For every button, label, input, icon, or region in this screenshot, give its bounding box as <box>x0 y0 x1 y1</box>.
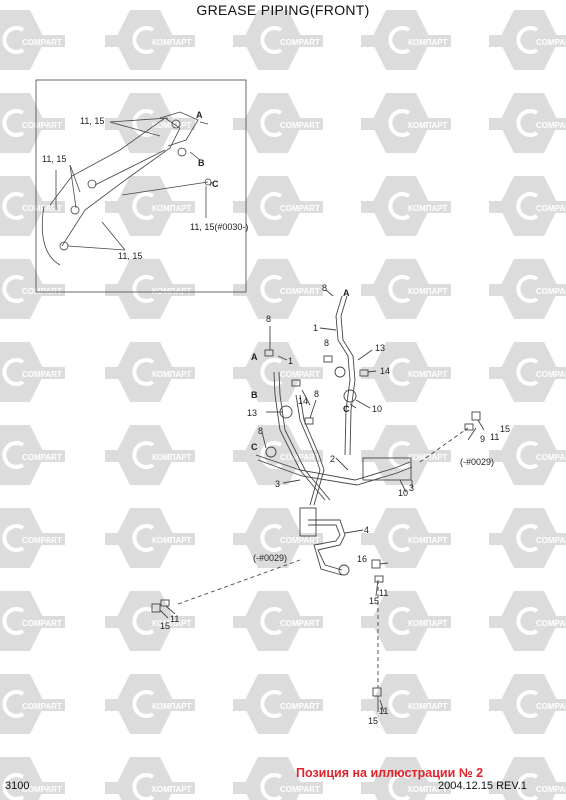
callout-14-left: 14 <box>298 396 308 406</box>
nipple-bottom <box>372 687 382 697</box>
pipe-4-edge <box>308 524 343 576</box>
callout-10-upper: 10 <box>372 404 382 414</box>
bucket-outline <box>41 205 61 266</box>
callout-15-left: 15 <box>160 621 170 631</box>
callout-serial-right: (-#0029) <box>460 457 494 467</box>
fitting-block-left <box>299 507 317 537</box>
callout-1-top: 1 <box>313 323 318 333</box>
pin-c <box>204 178 212 186</box>
nipple-right-2 <box>464 423 474 431</box>
nipple-left-2 <box>160 599 170 607</box>
page-title: GREASE PIPING(FRONT) <box>196 2 370 18</box>
clamp-c-upper <box>343 389 357 403</box>
callout-c-left: C <box>251 442 258 452</box>
callout-13-top: 13 <box>375 343 385 353</box>
hose-3 <box>295 394 321 506</box>
callout-8-top: 8 <box>322 283 327 293</box>
inset-label-11-15-0030: 11, 15(#0030-) <box>190 222 248 232</box>
hose-3-edge <box>299 394 325 506</box>
hose-2 <box>255 454 411 481</box>
pin-base <box>70 205 80 215</box>
callout-3-right: 3 <box>409 483 414 493</box>
nipple-bottom-right <box>371 559 381 569</box>
hose-2-edge <box>257 459 413 486</box>
nipple-8-top <box>323 355 333 363</box>
link-outline <box>159 111 199 147</box>
callout-13-left: 13 <box>247 408 257 418</box>
callout-serial-left: (-#0029) <box>253 553 287 563</box>
callout-4: 4 <box>364 525 369 535</box>
pipe-1-right <box>335 295 351 456</box>
nipple-8-left-top <box>264 349 274 357</box>
callout-a-top: A <box>343 288 350 298</box>
pipe-1-right-edge <box>340 295 356 456</box>
callout-11-lowest: 11 <box>379 706 388 716</box>
callout-15-right: 15 <box>500 424 510 434</box>
nipple-right <box>471 411 481 421</box>
callout-10-lower: 10 <box>398 488 408 498</box>
inset-label-c: C <box>212 179 219 189</box>
callout-8-top-2: 8 <box>324 338 329 348</box>
pipe-1-left-edge <box>278 371 331 501</box>
callout-b-left: B <box>251 390 258 400</box>
callout-2: 2 <box>330 454 335 464</box>
callout-3-left: 3 <box>275 479 280 489</box>
callout-11-bottom: 11 <box>379 588 388 598</box>
pipe-4 <box>308 519 346 571</box>
pin-b <box>177 147 187 157</box>
callout-14-top: 14 <box>380 366 390 376</box>
callout-16: 16 <box>357 554 367 564</box>
callout-labels: 8 A 1 13 8 14 8 A 1 B 13 14 8 C 8 10 C 3… <box>160 283 510 726</box>
fitting-c-left <box>265 446 277 458</box>
callout-15-lowest: 15 <box>368 716 378 726</box>
pin-boom <box>87 179 97 189</box>
pin-a <box>171 119 181 129</box>
callout-8-left: 8 <box>266 314 271 324</box>
inset-label-11-15-top: 11, 15 <box>80 116 104 126</box>
inset-label-11-15-left: 11, 15 <box>42 154 66 164</box>
boom-outline <box>49 117 181 247</box>
nipple-left <box>151 603 161 613</box>
callout-11-right: 11 <box>490 432 499 442</box>
callout-8-left-2: 8 <box>258 426 263 436</box>
callout-8-mid: 8 <box>314 389 319 399</box>
nipple-14-left <box>291 379 301 387</box>
inset-view: A B C 11, 15 11, 15 11, 15 11, 15(#0030-… <box>35 79 248 293</box>
manifold-block <box>362 457 412 481</box>
page-number: 3100 <box>5 780 30 792</box>
callout-a-left: A <box>251 352 258 362</box>
fitting-bottom <box>338 564 350 576</box>
callout-9-right: 9 <box>480 434 485 444</box>
nipple-8-mid <box>304 417 314 425</box>
clamp-13-upper <box>334 366 346 378</box>
inset-label-a: A <box>196 110 203 120</box>
position-note: Позиция на иллюстрации № 2 <box>296 766 484 780</box>
nipple-bottom-2 <box>374 575 384 583</box>
nipple-14-top <box>359 369 369 377</box>
inset-label-b: B <box>198 158 205 168</box>
inset-label-11-15-bottom: 11, 15 <box>118 251 142 261</box>
bucket-cylinder <box>121 181 209 196</box>
inset-frame <box>35 79 247 293</box>
callout-15-bottom: 15 <box>369 596 379 606</box>
arm-cylinder <box>94 149 166 186</box>
pipe-1-left <box>273 371 326 501</box>
piping-assembly <box>151 289 485 713</box>
callout-c-upper: C <box>343 404 350 414</box>
callout-11-left: 11 <box>170 614 179 624</box>
callout-1-left: 1 <box>288 356 293 366</box>
date-revision: 2004.12.15 REV.1 <box>438 780 527 792</box>
